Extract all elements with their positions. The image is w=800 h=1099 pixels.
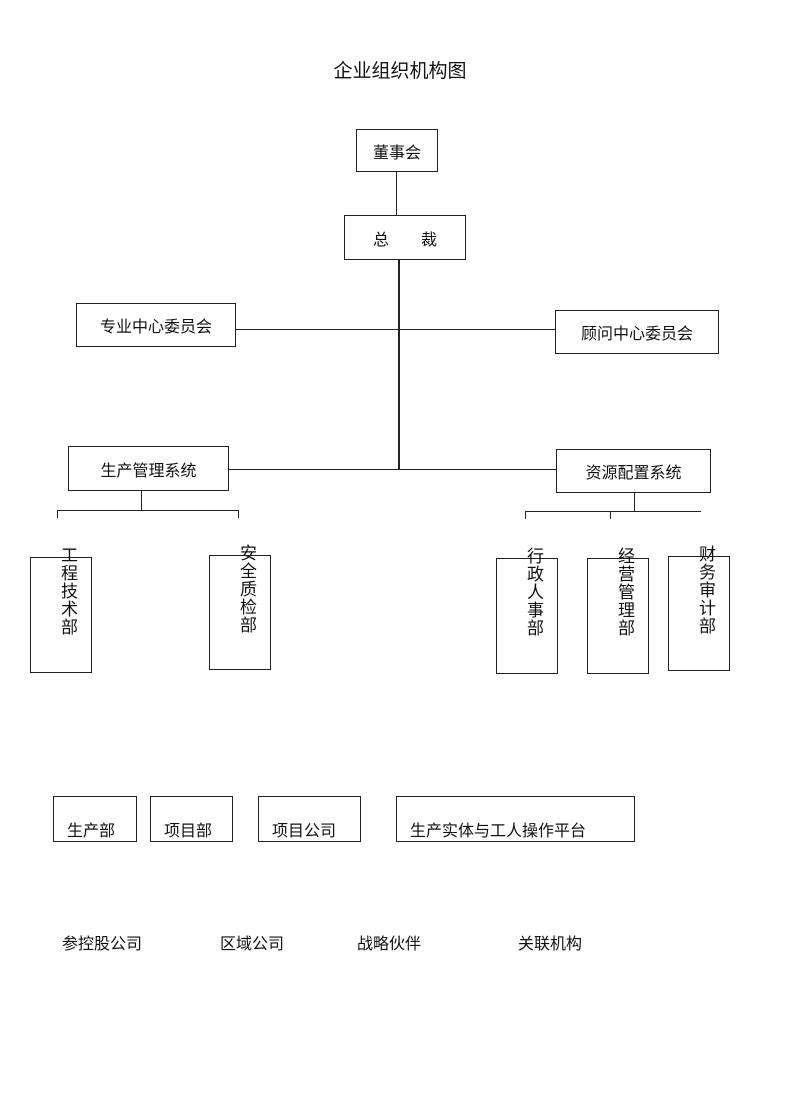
resource-system-box: 资源配置系统 — [556, 449, 711, 493]
connector-main-trunk — [398, 259, 400, 470]
connector-board-president — [396, 171, 397, 216]
advisor-committee-box: 顾问中心委员会 — [555, 310, 719, 354]
dept-safety-quality-label: 安全质检部 — [236, 544, 256, 634]
president-box: 总 裁 — [344, 215, 466, 260]
production-system-label: 生产管理系统 — [100, 460, 197, 480]
connector-resource-tick-left — [525, 511, 526, 519]
connector-committees — [236, 329, 556, 330]
unit-production-dept: 生产部 — [53, 796, 137, 842]
connector-resource-down — [634, 492, 635, 511]
connector-resource-tick-mid — [610, 511, 611, 519]
connector-production-tick-right — [238, 510, 239, 518]
resource-system-label: 资源配置系统 — [585, 463, 682, 482]
pro-committee-box: 专业中心委员会 — [76, 303, 236, 347]
board-label: 董事会 — [372, 142, 421, 162]
president-label: 总 裁 — [372, 229, 437, 249]
dept-finance-audit-label: 财务审计部 — [695, 545, 715, 635]
affiliate-related: 关联机构 — [518, 934, 583, 953]
connector-systems — [228, 469, 557, 470]
dept-finance-audit-box — [668, 556, 730, 671]
unit-worker-platform: 生产实体与工人操作平台 — [396, 796, 635, 842]
dept-operations-box — [587, 558, 649, 674]
production-system-box: 生产管理系统 — [68, 446, 229, 491]
affiliate-strategic: 战略伙伴 — [357, 934, 422, 953]
unit-project-dept: 项目部 — [150, 796, 233, 842]
dept-operations-label: 经营管理部 — [614, 547, 634, 637]
chart-title: 企业组织机构图 — [333, 60, 467, 82]
unit-project-company: 项目公司 — [258, 796, 361, 842]
dept-admin-hr-box — [496, 558, 558, 674]
pro-committee-label: 专业中心委员会 — [99, 317, 212, 336]
affiliate-regional: 区域公司 — [220, 934, 285, 953]
dept-admin-hr-label: 行政人事部 — [523, 547, 543, 637]
advisor-committee-label: 顾问中心委员会 — [580, 324, 693, 343]
affiliate-holding: 参控股公司 — [62, 934, 143, 953]
dept-engineering-label: 工程技术部 — [57, 546, 77, 636]
connector-resource-branch — [525, 511, 701, 512]
board-box: 董事会 — [356, 129, 438, 172]
connector-production-branch — [57, 510, 239, 511]
dept-engineering-box — [30, 557, 92, 673]
dept-safety-quality-box — [209, 555, 271, 670]
connector-production-tick-left — [57, 510, 58, 518]
connector-production-down — [141, 490, 142, 510]
